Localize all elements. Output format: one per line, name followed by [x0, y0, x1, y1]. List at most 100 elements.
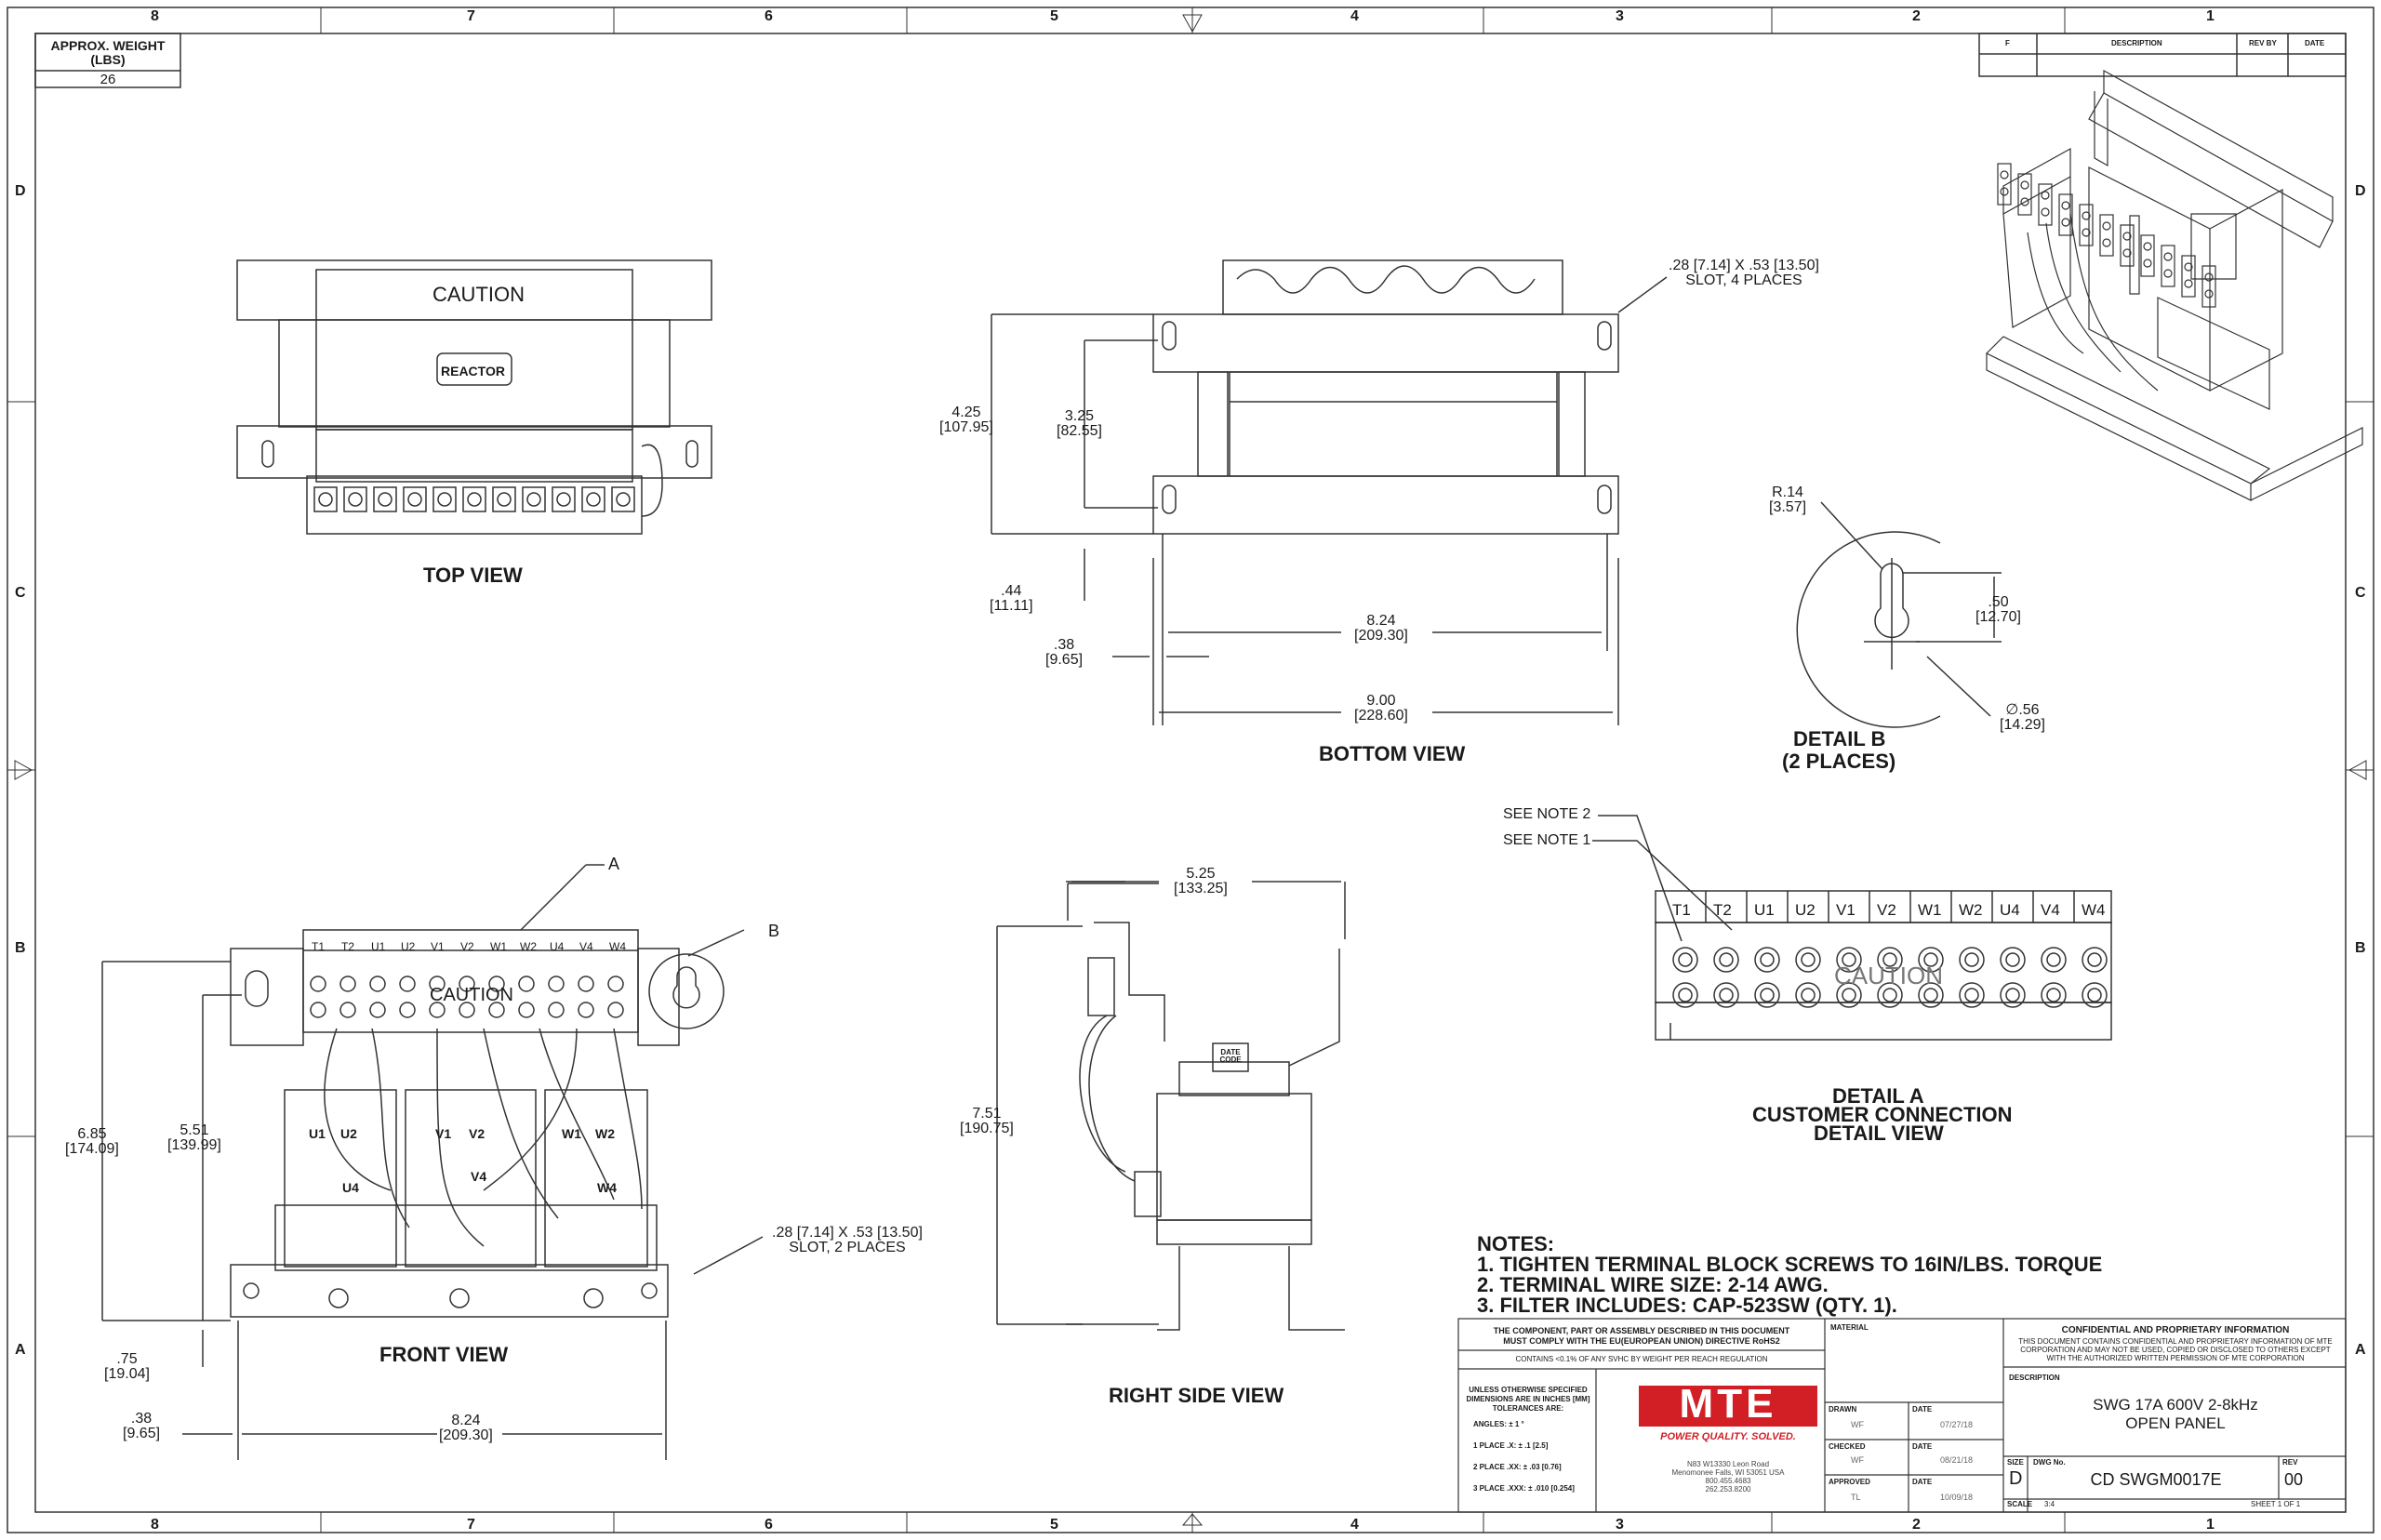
- top-terminal: [462, 486, 486, 512]
- weight-box: [34, 33, 181, 88]
- see-note-2: SEE NOTE 2: [1503, 806, 1591, 822]
- coil-label: W1: [562, 1126, 581, 1141]
- bottom-slot-dimension: .28 [7.14] X .53 [13.50] SLOT, 4 PLACES: [1669, 258, 1819, 288]
- dim-5-51: 5.51[139.99]: [167, 1122, 221, 1153]
- scale-value: 3:4: [2044, 1500, 2055, 1508]
- detail-terminal: [1828, 891, 1862, 1008]
- zone-column-label: 3: [1616, 8, 1624, 24]
- detail-terminal: [1869, 891, 1903, 1008]
- iso-terminal: [2058, 193, 2073, 236]
- zone-row-label: A: [15, 1342, 26, 1358]
- size-label: SIZE: [2007, 1458, 2024, 1467]
- detail-terminal: [2073, 891, 2108, 1008]
- coil-label: U4: [342, 1180, 359, 1195]
- confidential-heading: CONFIDENTIAL AND PROPRIETARY INFORMATION: [2061, 1325, 2290, 1335]
- description-line-2: OPEN PANEL: [2125, 1414, 2226, 1432]
- detail-a-subtitle-2: DETAIL VIEW: [1814, 1122, 1944, 1145]
- zone-column-label: 8: [151, 1517, 159, 1533]
- checked-date-label: DATE: [1912, 1442, 1933, 1451]
- detail-terminal: [1787, 891, 1821, 1008]
- tolerance-angles: ANGLES: ± 1 °: [1473, 1420, 1524, 1428]
- confidential-text: THIS DOCUMENT CONTAINS CONFIDENTIAL AND …: [2018, 1337, 2333, 1362]
- coil-label: V4: [471, 1169, 487, 1184]
- coil-label: W4: [597, 1180, 617, 1195]
- detail-terminal: [1909, 891, 1944, 1008]
- detail-terminal: [1672, 947, 1698, 1008]
- iso-terminal: [2017, 173, 2032, 216]
- top-view-drawing: [236, 259, 712, 535]
- dim-5-25: 5.25[133.25]: [1174, 866, 1228, 896]
- detail-terminal-label: V4: [2041, 901, 2060, 919]
- front-terminal-label: V4: [579, 940, 593, 953]
- outer-border: [7, 7, 2374, 1533]
- zone-column-label: 4: [1350, 8, 1359, 24]
- detail-a-drawing: [1592, 815, 2112, 1041]
- dim-6-85: 6.85[174.09]: [65, 1126, 119, 1157]
- front-terminal: [429, 976, 446, 1018]
- front-terminal-label: U4: [550, 940, 565, 953]
- rev-label: REV: [2282, 1458, 2298, 1467]
- dim-dia-0-56: ∅.56[14.29]: [2000, 702, 2045, 733]
- sheet-number: SHEET 1 OF 1: [2251, 1500, 2301, 1508]
- front-terminal: [339, 976, 356, 1018]
- front-view-caution: CAUTION: [430, 985, 513, 1005]
- zone-column-label: 7: [467, 8, 475, 24]
- detail-terminal: [1746, 891, 1780, 1008]
- zone-column-label: 1: [2206, 1517, 2215, 1533]
- weight-value: 26: [100, 72, 116, 87]
- detail-terminal-label: U2: [1795, 901, 1816, 919]
- detail-terminal-label: W2: [1959, 901, 1983, 919]
- see-note-1: SEE NOTE 1: [1503, 832, 1591, 848]
- approved-label: APPROVED: [1829, 1478, 1870, 1486]
- iso-terminal: [2161, 245, 2175, 287]
- zone-column-label: 5: [1050, 8, 1058, 24]
- detail-a-title: DETAIL A: [1832, 1084, 1924, 1108]
- detail-terminal: [2032, 891, 2067, 1008]
- approved-date: 10/09/18: [1940, 1493, 1974, 1502]
- detail-terminal: [1950, 891, 1985, 1008]
- isometric-view-drawing: [1985, 69, 2363, 501]
- zone-row-label: B: [15, 940, 26, 956]
- detail-terminal-label: T1: [1672, 901, 1691, 919]
- top-terminal: [522, 486, 546, 512]
- dwg-label: DWG No.: [2033, 1458, 2066, 1467]
- revision-block: [1978, 33, 2347, 77]
- iso-terminal: [2099, 214, 2114, 257]
- dim-0-50: .50[12.70]: [1975, 594, 2021, 625]
- date-code-label: DATE CODE: [1219, 1048, 1242, 1064]
- front-terminal: [578, 976, 594, 1018]
- approved-by: TL: [1851, 1493, 1861, 1502]
- detail-terminal-label: W4: [2082, 901, 2106, 919]
- dwg-number: CD SWGM0017E: [2090, 1470, 2222, 1489]
- detail-terminal-label: T2: [1713, 901, 1732, 919]
- dim-0-38-front: .38[9.65]: [123, 1411, 161, 1441]
- zone-column-label: 2: [1912, 8, 1921, 24]
- front-terminal-label: U2: [401, 940, 416, 953]
- front-terminal: [369, 976, 386, 1018]
- zone-row-label: D: [15, 183, 26, 199]
- top-view-reactor-label: REACTOR: [441, 364, 505, 378]
- front-terminal-label: V2: [460, 940, 474, 953]
- revision-column-header: DESCRIPTION: [2111, 39, 2162, 47]
- coil-label: U2: [340, 1126, 357, 1141]
- zone-column-label: 2: [1912, 1517, 1921, 1533]
- inner-border: [34, 33, 2347, 1513]
- iso-terminal: [2120, 224, 2135, 267]
- description-label: DESCRIPTION: [2009, 1374, 2060, 1382]
- dim-7-51: 7.51[190.75]: [960, 1106, 1014, 1136]
- dim-0-38-bottom: .38[9.65]: [1045, 637, 1084, 668]
- top-terminal: [403, 486, 427, 512]
- detail-a-caution: CAUTION: [1834, 962, 1943, 989]
- reach-statement: CONTAINS <0.1% OF ANY SVHC BY WEIGHT PER…: [1515, 1355, 1768, 1363]
- rohs-statement: THE COMPONENT, PART OR ASSEMBLY DESCRIBE…: [1493, 1326, 1790, 1346]
- detail-terminal-label: V1: [1836, 901, 1856, 919]
- mte-tagline: POWER QUALITY. SOLVED.: [1660, 1431, 1796, 1442]
- dim-4-25: 4.25[107.95]: [939, 405, 993, 435]
- front-terminal-label: T2: [341, 940, 355, 953]
- front-terminal-label: T1: [312, 940, 326, 953]
- drawn-date-label: DATE: [1912, 1405, 1933, 1414]
- detail-terminal-label: U1: [1754, 901, 1775, 919]
